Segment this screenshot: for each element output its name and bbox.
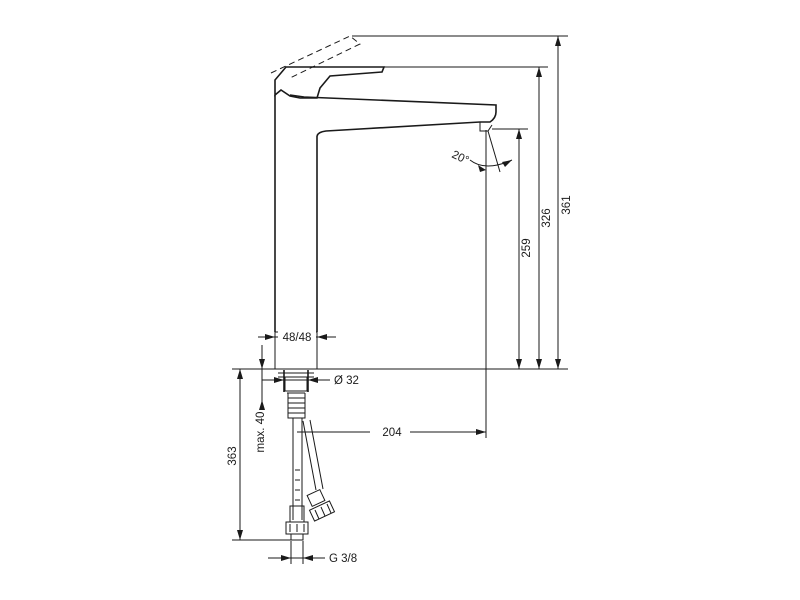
label-body-width: 48/48 (283, 332, 312, 344)
label-spout-reach: 204 (382, 427, 402, 439)
label-259: 259 (521, 238, 533, 257)
label-326: 326 (541, 208, 553, 227)
label-connection: G 3/8 (329, 553, 357, 565)
dim-body-width: 48/48 (258, 330, 336, 344)
dim-connection: G 3/8 (268, 541, 357, 565)
label-max-thickness: max. 40 (255, 412, 267, 453)
dim-max-thickness: max. 40 (255, 345, 267, 452)
label-361: 361 (561, 195, 573, 214)
dim-hole-diameter: Ø 32 (262, 375, 359, 387)
dim-spout-reach: 204 (297, 425, 486, 439)
label-363: 363 (227, 446, 239, 465)
dim-overall-height: 361 (555, 36, 573, 369)
dim-angle: 20° (450, 130, 513, 173)
mounting-assembly (274, 331, 336, 541)
dim-below-deck: 363 (227, 369, 243, 540)
label-hole-diameter: Ø 32 (334, 375, 359, 387)
faucet-body (270, 35, 497, 332)
dim-spout-top-height: 326 (536, 67, 553, 369)
label-angle: 20° (450, 149, 471, 167)
reference-lines (232, 35, 568, 541)
dim-outlet-height: 259 (516, 129, 533, 369)
